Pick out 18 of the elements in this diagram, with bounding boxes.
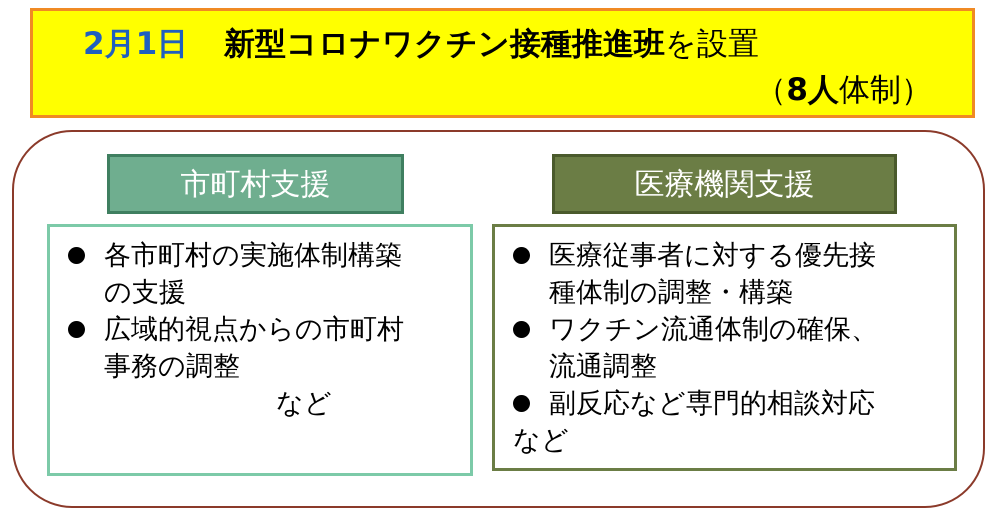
content-box (492, 224, 957, 471)
date-text: 2月1日 (83, 26, 188, 62)
title-banner (30, 8, 975, 118)
note-text: など (513, 424, 570, 458)
staff-count-text: （8人体制） (755, 71, 932, 110)
content-box (47, 224, 473, 476)
rounded-panel (12, 130, 985, 508)
bullet-item: 広域的視点からの市町村事務の調整 (68, 311, 412, 385)
header-text: 市町村支援 (180, 166, 330, 204)
title-text: 新型コロナワクチン接種推進班を設置 (224, 26, 760, 62)
bullet-item: 各市町村の実施体制構築の支援 (68, 237, 412, 311)
header-text: 医療機関支援 (634, 166, 814, 204)
note-text: など (275, 387, 333, 421)
header-box (552, 154, 897, 214)
bullet-item: 副反応など専門的相談対応 (513, 385, 884, 422)
bullet-item: ワクチン流通体制の確保、流通調整 (513, 311, 884, 385)
bullet-item: 医療従事者に対する優先接種体制の調整・構築 (513, 237, 884, 311)
header-box (107, 154, 404, 214)
